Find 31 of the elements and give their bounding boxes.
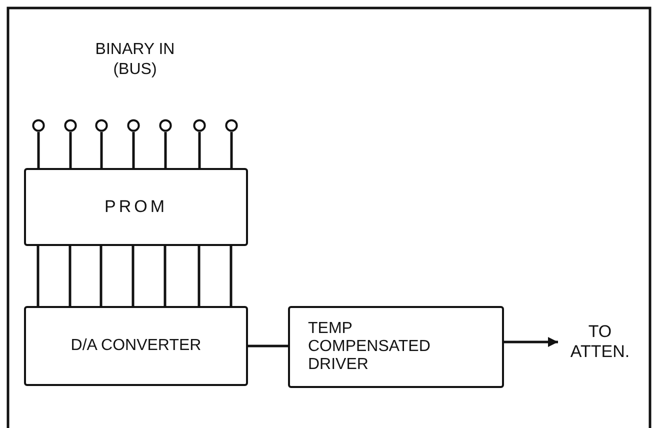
connector-line [100,132,103,168]
connector-line [164,132,167,168]
connector-line [132,132,135,168]
circle-terminal [64,119,77,132]
circle-terminal [127,119,140,132]
connector-line [37,132,40,168]
connector-line [164,246,166,306]
connector-line [248,344,288,348]
block-label: TEMP COMPENSATED DRIVER [308,320,432,374]
output-label: TO ATTEN. [569,322,631,362]
connector-line [198,246,200,306]
connector-line [230,132,233,168]
block-label: PROM [104,198,168,216]
arrow [504,337,558,347]
driver-block [288,306,504,388]
bus-label: BINARY IN (BUS) [94,40,176,80]
block-label: D/A CONVERTER [70,337,202,355]
circle-terminal [95,119,108,132]
connector-line [198,132,201,168]
circle-terminal [32,119,45,132]
connector-line [69,132,72,168]
connector-line [230,246,232,306]
circle-terminal [159,119,172,132]
converter-block [24,306,248,386]
prom-block [24,168,248,246]
connector-line [100,246,102,306]
connector-line [36,246,40,306]
circle-terminal [225,119,238,132]
circle-terminal [193,119,206,132]
connector-line [132,246,134,306]
connector-line [68,246,72,306]
